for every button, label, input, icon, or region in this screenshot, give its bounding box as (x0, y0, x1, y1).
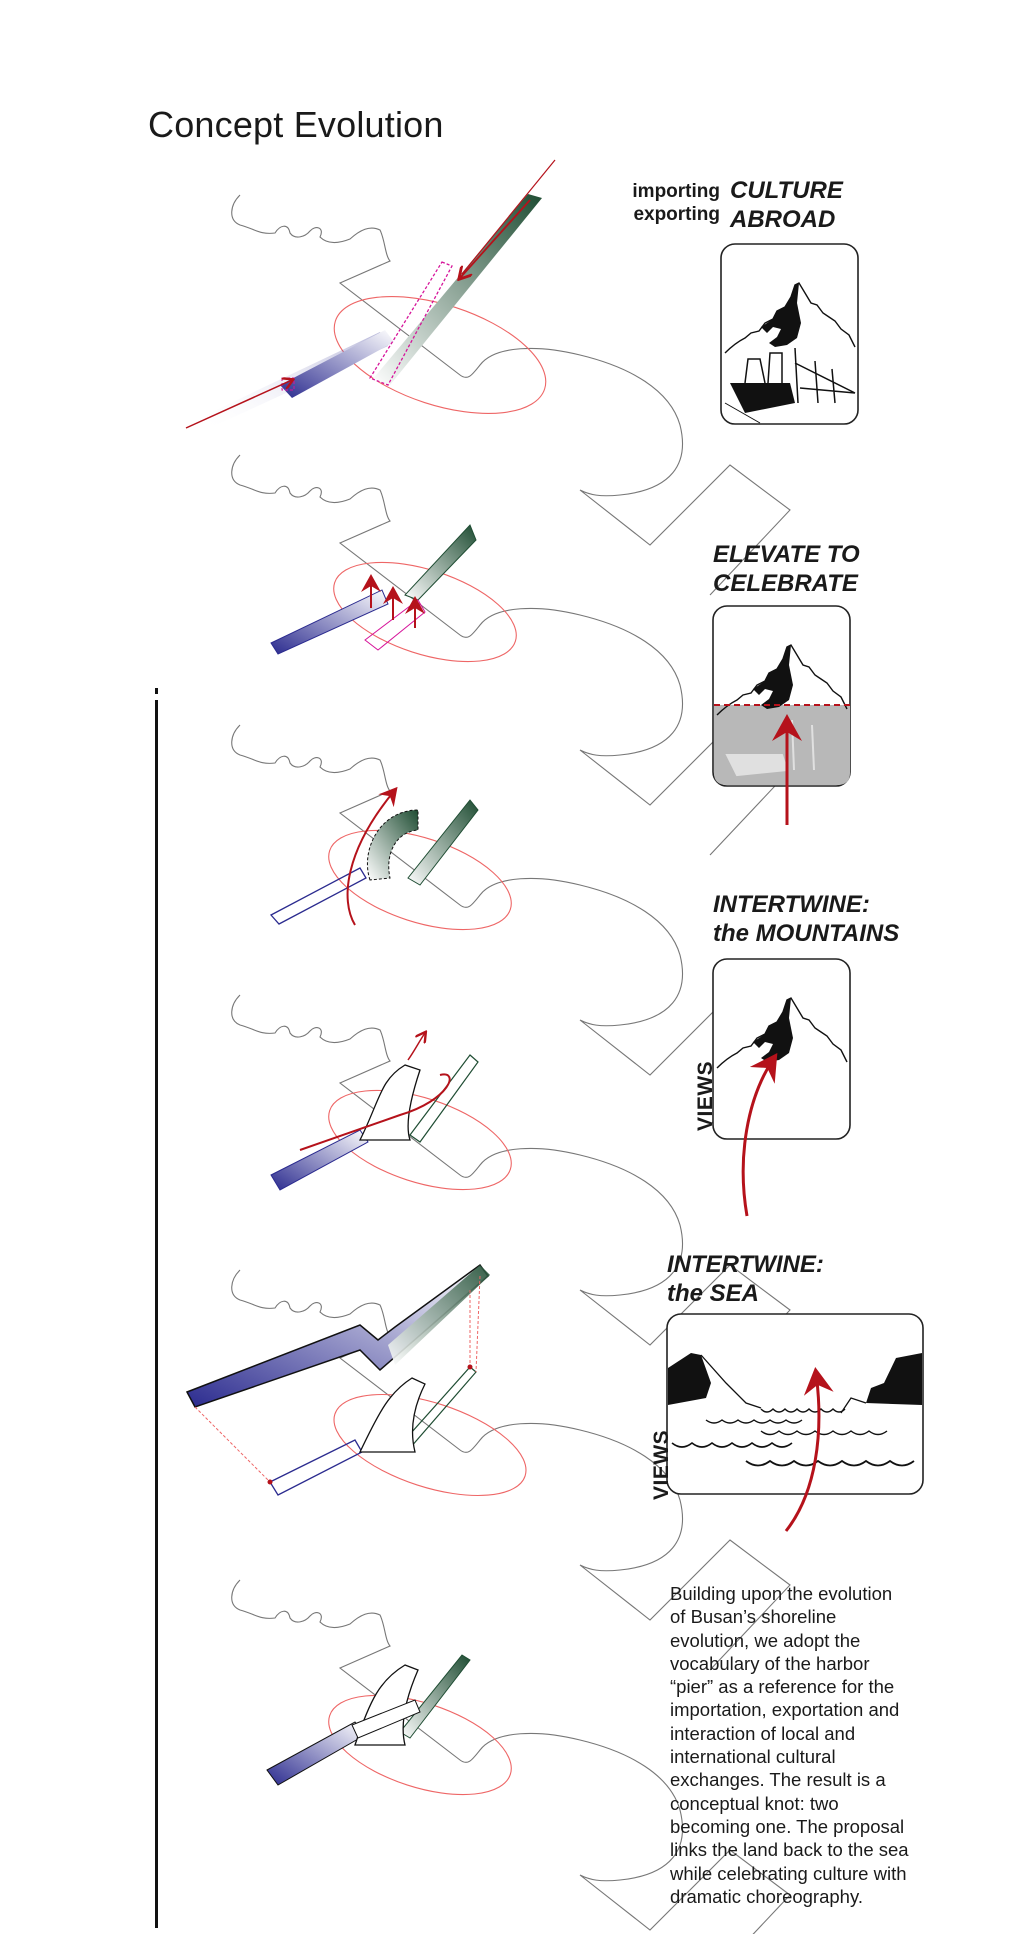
description-line: becoming one. The proposal (670, 1815, 905, 1837)
panel-4-title: INTERTWINE: the SEA (667, 1250, 824, 1308)
description-line: importation, exportation and (670, 1699, 900, 1721)
anchor-point (267, 1479, 273, 1485)
loop-arrow (346, 786, 398, 926)
export-pier (399, 1654, 471, 1739)
export-arrow (460, 199, 531, 278)
mountain-port-icon (720, 243, 859, 425)
projection-line (194, 1406, 271, 1483)
description-line: dramatic choreography. (670, 1885, 863, 1907)
description-line: evolution, we adopt the (670, 1629, 861, 1651)
timeline-line (155, 700, 158, 1928)
import-pier-outline (269, 867, 367, 925)
elevated-import-pier (270, 589, 389, 655)
elevated-mountain-icon (712, 605, 851, 825)
label-the-mountains: the MOUNTAINS (713, 920, 900, 947)
knot-form (358, 1064, 421, 1141)
timeline-line (155, 688, 158, 694)
import-arrow (185, 380, 292, 429)
footprint-outline (364, 599, 426, 651)
description-line: interaction of local and (670, 1722, 856, 1744)
label-culture: CULTURE (730, 177, 843, 204)
description-text: Building upon the evolution of Busan’s s… (670, 1582, 950, 1908)
views-label: VIEWS (650, 1429, 673, 1500)
knot-form (358, 1377, 426, 1453)
label-elevate-to: ELEVATE TO (713, 541, 860, 568)
knot-arrow-path (299, 1073, 451, 1151)
pier-outline-dashed (369, 261, 453, 386)
export-line (461, 159, 556, 275)
export-pier (372, 194, 542, 385)
description-line: conceptual knot: two (670, 1792, 839, 1814)
import-pier (270, 1129, 369, 1191)
panel-1-title: CULTURE ABROAD (730, 176, 843, 234)
description-line: Building upon the evolution (670, 1583, 893, 1604)
label-importing: importing (632, 181, 720, 202)
description-line: while celebrating culture with (670, 1862, 907, 1884)
export-pier-outline (409, 1054, 479, 1143)
loop-pier (366, 809, 419, 881)
import-pier (280, 330, 394, 398)
description-line: links the land back to the sea (670, 1839, 909, 1861)
anchor-point (467, 1364, 473, 1370)
sea-view-icon (666, 1313, 924, 1532)
description-line: “pier” as a reference for the (670, 1676, 895, 1698)
import-pier (266, 1721, 366, 1786)
label-celebrate: CELEBRATE (713, 570, 858, 597)
label-intertwine: INTERTWINE: (667, 1251, 824, 1278)
label-abroad: ABROAD (730, 206, 836, 233)
description-line: international cultural (670, 1746, 836, 1768)
description-line: of Busan’s shoreline (670, 1606, 837, 1628)
panel-3-title: INTERTWINE: the MOUNTAINS (713, 890, 899, 948)
panel-2-title: ELEVATE TO CELEBRATE (713, 540, 860, 598)
page-title: Concept Evolution (148, 104, 444, 145)
description-line: exchanges. The result is a (670, 1769, 886, 1791)
knot-bar (351, 1699, 421, 1739)
elevated-ribbon-green (388, 1265, 490, 1365)
mountain-view-icon (712, 958, 851, 1217)
description-line: vocabulary of the harbor (670, 1652, 870, 1674)
label-the-sea: the SEA (667, 1280, 760, 1307)
site-ellipse (333, 295, 547, 415)
views-label: VIEWS (694, 1060, 717, 1131)
site-ellipse (328, 829, 512, 931)
projection-line (475, 1275, 481, 1373)
panel-1-small-label: importing exporting (612, 180, 720, 226)
export-pier (407, 799, 479, 886)
label-exporting: exporting (633, 204, 720, 225)
site-ellipse (333, 1393, 527, 1497)
knot-arrow-up (407, 1033, 425, 1061)
label-intertwine: INTERTWINE: (713, 891, 870, 918)
